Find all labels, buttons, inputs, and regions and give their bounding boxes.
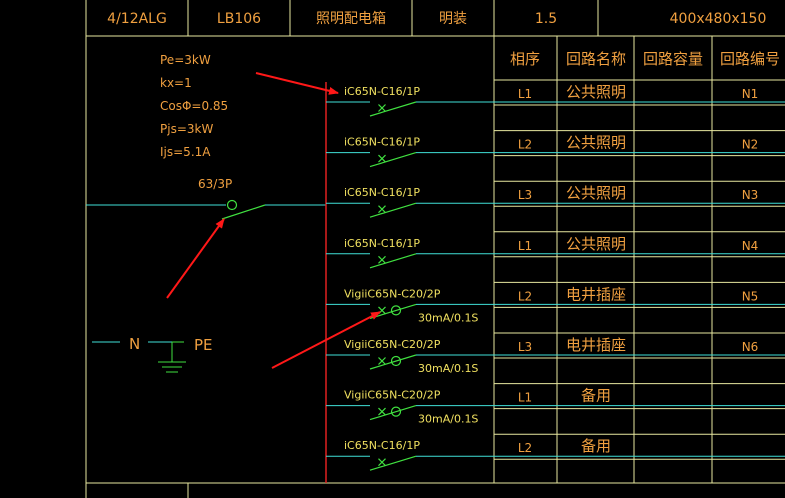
circuit-name: 公共照明 bbox=[566, 134, 626, 152]
breaker-blade bbox=[369, 354, 417, 370]
table-header-id: 回路编号 bbox=[720, 50, 780, 68]
rcd-label: 30mA/0.1S bbox=[418, 362, 478, 375]
circuit-row: iC65N-C16/1P L2 备用 bbox=[326, 437, 785, 471]
circuit-name: 公共照明 bbox=[566, 235, 626, 253]
breaker-blade bbox=[369, 202, 417, 218]
breaker-label: iC65N-C16/1P bbox=[344, 85, 420, 98]
header-cell-location: LB106 bbox=[217, 11, 261, 27]
circuit-phase: L3 bbox=[518, 340, 532, 354]
rcd-symbol bbox=[390, 355, 402, 367]
main-breaker-symbol bbox=[86, 199, 326, 220]
header-cell-panel-type: 照明配电箱 bbox=[316, 11, 386, 27]
circuit-name: 备用 bbox=[581, 387, 611, 405]
circuit-name: 公共照明 bbox=[566, 83, 626, 101]
circuit-phase: L2 bbox=[518, 289, 532, 303]
breaker-contact-x bbox=[378, 407, 386, 416]
rcd-label: 30mA/0.1S bbox=[418, 311, 478, 324]
circuit-phase: L1 bbox=[518, 391, 532, 405]
circuit-row: iC65N-C16/1P L1 公共照明 N1 bbox=[326, 83, 785, 117]
header-cell-panel-code: 4/12ALG bbox=[107, 11, 167, 27]
breaker-label: VigiiC65N-C20/2P bbox=[344, 287, 441, 300]
breaker-blade bbox=[369, 405, 417, 421]
rcd-label: 30mA/0.1S bbox=[418, 413, 478, 426]
table-header-name: 回路名称 bbox=[566, 50, 626, 68]
circuit-id: N4 bbox=[742, 239, 759, 253]
breaker-label: iC65N-C16/1P bbox=[344, 136, 420, 149]
frame bbox=[85, 0, 785, 498]
circuit-id: N3 bbox=[742, 188, 759, 202]
circuit-id: N5 bbox=[742, 289, 759, 303]
breaker-blade bbox=[369, 455, 417, 471]
circuit-name: 电井插座 bbox=[566, 285, 626, 303]
table-headers: 相序 回路名称 回路容量 回路编号 bbox=[510, 50, 780, 68]
main-breaker-contact bbox=[226, 199, 238, 211]
breaker-blade bbox=[369, 152, 417, 168]
header-cell-size: 400x480x150 bbox=[670, 11, 767, 27]
circuit-row: VigiiC65N-C20/2P 30mA/0.1S L3 电井插座 N6 bbox=[326, 336, 785, 375]
circuit-row: iC65N-C16/1P L1 公共照明 N4 bbox=[326, 235, 785, 269]
load-parameters: Pe=3kW kx=1 CosΦ=0.85 Pjs=3kW Ijs=5.1A 6… bbox=[160, 53, 232, 191]
annotation-arrows bbox=[166, 72, 381, 369]
param-pjs: Pjs=3kW bbox=[160, 122, 213, 136]
rcd-symbol bbox=[390, 406, 402, 417]
param-pe: Pe=3kW bbox=[160, 53, 211, 67]
circuit-table bbox=[493, 36, 785, 483]
breaker-contact-x bbox=[378, 154, 386, 163]
circuit-name: 电井插座 bbox=[566, 336, 626, 354]
breaker-blade bbox=[369, 253, 417, 269]
circuit-row: VigiiC65N-C20/2P 30mA/0.1S L1 备用 bbox=[326, 387, 785, 426]
circuit-phase: L2 bbox=[518, 138, 532, 152]
param-cosphi: CosΦ=0.85 bbox=[160, 99, 228, 113]
breaker-label: iC65N-C16/1P bbox=[344, 237, 420, 250]
annotation-arrow bbox=[255, 72, 339, 95]
circuit-phase: L2 bbox=[518, 441, 532, 455]
circuit-id: N1 bbox=[742, 87, 759, 101]
neutral-label: N bbox=[129, 335, 140, 353]
main-breaker-label: 63/3P bbox=[198, 177, 232, 191]
table-header-phase: 相序 bbox=[510, 50, 540, 68]
breaker-label: VigiiC65N-C20/2P bbox=[344, 338, 441, 351]
breaker-label: VigiiC65N-C20/2P bbox=[344, 389, 441, 402]
circuit-id: N2 bbox=[742, 138, 759, 152]
circuit-phase: L3 bbox=[518, 188, 532, 202]
breaker-contact-x bbox=[378, 357, 386, 365]
ground-symbol: N PE bbox=[92, 335, 213, 373]
circuit-phase: L1 bbox=[518, 239, 532, 253]
header-cell-height: 1.5 bbox=[535, 11, 557, 27]
circuit-row: iC65N-C16/1P L2 公共照明 N2 bbox=[326, 134, 785, 168]
param-ijs: Ijs=5.1A bbox=[160, 145, 211, 159]
breaker-label: iC65N-C16/1P bbox=[344, 439, 420, 452]
circuit-phase: L1 bbox=[518, 87, 532, 101]
circuit-group: iC65N-C16/1P L1 公共照明 N1 iC65N-C16/1P L2 公共照明 N2… bbox=[326, 83, 785, 471]
param-kx: kx=1 bbox=[160, 76, 192, 90]
pe-label: PE bbox=[194, 336, 213, 354]
circuit-name: 备用 bbox=[581, 437, 611, 455]
breaker-contact-x bbox=[378, 205, 386, 214]
table-header-capacity: 回路容量 bbox=[643, 50, 703, 68]
circuit-name: 公共照明 bbox=[566, 184, 626, 202]
circuit-row: iC65N-C16/1P L3 公共照明 N3 bbox=[326, 184, 785, 218]
header-row: 4/12ALG LB106 照明配电箱 明装 1.5 400x480x150 bbox=[107, 11, 766, 27]
breaker-blade bbox=[369, 101, 417, 117]
rcd-symbol bbox=[390, 305, 402, 316]
breaker-label: iC65N-C16/1P bbox=[344, 186, 420, 199]
header-cell-install: 明装 bbox=[439, 11, 467, 27]
breaker-contact-x bbox=[378, 104, 386, 112]
circuit-id: N6 bbox=[742, 340, 759, 354]
breaker-contact-x bbox=[378, 255, 386, 264]
breaker-contact-x bbox=[378, 458, 386, 467]
circuit-row: VigiiC65N-C20/2P 30mA/0.1S L2 电井插座 N5 bbox=[326, 285, 785, 324]
annotation-arrow bbox=[271, 311, 381, 369]
annotation-arrow bbox=[166, 218, 225, 299]
